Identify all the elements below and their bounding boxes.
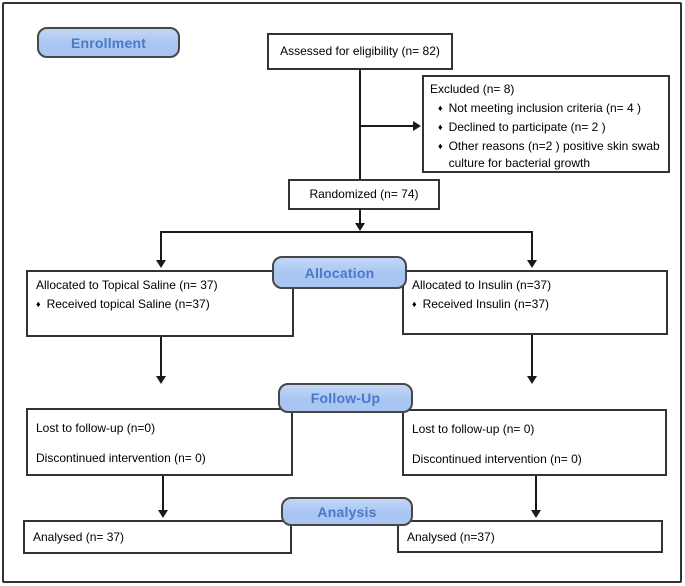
enrollment-stage-label: Enrollment xyxy=(70,34,147,51)
connector-fu-right-down xyxy=(535,476,537,511)
followup-stage-badge: Follow-Up xyxy=(278,383,413,413)
connector-split-left xyxy=(160,232,162,261)
connector-split-horizontal xyxy=(160,231,533,233)
arrowhead-allocation-right xyxy=(527,260,537,268)
bullet-icon: ♦ xyxy=(36,298,41,309)
followup-right-lost: Lost to follow-up (n= 0) xyxy=(412,422,535,436)
allocation-right-title: Allocated to Insulin (n=37) xyxy=(412,278,552,292)
arrowhead-excluded xyxy=(413,121,421,131)
allocation-stage-label: Allocation xyxy=(304,264,375,281)
followup-left-lost: Lost to follow-up (n=0) xyxy=(36,421,156,435)
connector-assessed-to-randomized xyxy=(359,70,361,179)
followup-left-box: Lost to follow-up (n=0) Discontinued int… xyxy=(26,408,293,476)
connector-alloc-left-down xyxy=(160,337,162,377)
excluded-reason-text: Not meeting inclusion criteria (n= 4 ) xyxy=(448,100,642,115)
enrollment-stage-badge: Enrollment xyxy=(37,27,180,58)
allocation-left-title: Allocated to Topical Saline (n= 37) xyxy=(36,278,218,292)
followup-right-discontinued: Discontinued intervention (n= 0) xyxy=(412,451,582,466)
bullet-icon: ♦ xyxy=(412,298,417,309)
followup-left-discontinued: Discontinued intervention (n= 0) xyxy=(36,450,206,465)
connector-randomized-down xyxy=(359,210,361,224)
analysis-left-text: Analysed (n= 37) xyxy=(33,530,125,544)
excluded-box: Excluded (n= 8) ♦ Not meeting inclusion … xyxy=(422,75,670,173)
excluded-reason-text: Declined to participate (n= 2 ) xyxy=(448,119,606,134)
analysis-right-text: Analysed (n=37) xyxy=(407,530,495,544)
allocation-stage-badge: Allocation xyxy=(272,256,407,289)
allocation-left-received-row: ♦ Received topical Saline (n=37) xyxy=(36,296,284,313)
bullet-icon: ♦ xyxy=(438,102,443,113)
analysis-stage-label: Analysis xyxy=(317,503,377,520)
connector-alloc-right-down xyxy=(531,335,533,377)
bullet-icon: ♦ xyxy=(438,121,443,132)
connector-split-right xyxy=(531,232,533,261)
followup-stage-label: Follow-Up xyxy=(310,390,381,406)
arrowhead-split xyxy=(355,223,365,231)
arrowhead-analysis-right xyxy=(531,510,541,518)
randomized-box: Randomized (n= 74) xyxy=(288,179,440,210)
excluded-title: Excluded (n= 8) xyxy=(430,82,515,96)
randomized-text: Randomized (n= 74) xyxy=(309,187,419,202)
allocation-left-received-text: Received topical Saline (n=37) xyxy=(46,296,210,311)
analysis-right-box: Analysed (n=37) xyxy=(397,520,663,553)
connector-fu-left-down xyxy=(162,476,164,511)
allocation-left-box: Allocated to Topical Saline (n= 37) ♦ Re… xyxy=(26,270,294,337)
arrowhead-followup-left xyxy=(156,376,166,384)
excluded-reason-row: ♦ Other reasons (n=2 ) positive skin swa… xyxy=(430,138,662,172)
assessed-eligibility-box: Assessed for eligibility (n= 82) xyxy=(267,33,453,70)
analysis-stage-badge: Analysis xyxy=(281,497,413,526)
bullet-icon: ♦ xyxy=(438,140,443,151)
followup-right-box: Lost to follow-up (n= 0) Discontinued in… xyxy=(402,409,667,476)
analysis-left-box: Analysed (n= 37) xyxy=(23,520,292,554)
assessed-eligibility-text: Assessed for eligibility (n= 82) xyxy=(280,44,440,59)
allocation-right-box: Allocated to Insulin (n=37) ♦ Received I… xyxy=(402,270,668,335)
arrowhead-allocation-left xyxy=(156,260,166,268)
excluded-reason-row: ♦ Declined to participate (n= 2 ) xyxy=(430,119,662,136)
allocation-right-received-row: ♦ Received Insulin (n=37) xyxy=(412,296,658,313)
connector-to-excluded xyxy=(360,125,413,127)
excluded-reason-text: Other reasons (n=2 ) positive skin swab … xyxy=(448,138,660,170)
arrowhead-followup-right xyxy=(527,376,537,384)
allocation-right-received-text: Received Insulin (n=37) xyxy=(422,296,549,311)
arrowhead-analysis-left xyxy=(158,510,168,518)
excluded-reason-row: ♦ Not meeting inclusion criteria (n= 4 ) xyxy=(430,100,662,117)
